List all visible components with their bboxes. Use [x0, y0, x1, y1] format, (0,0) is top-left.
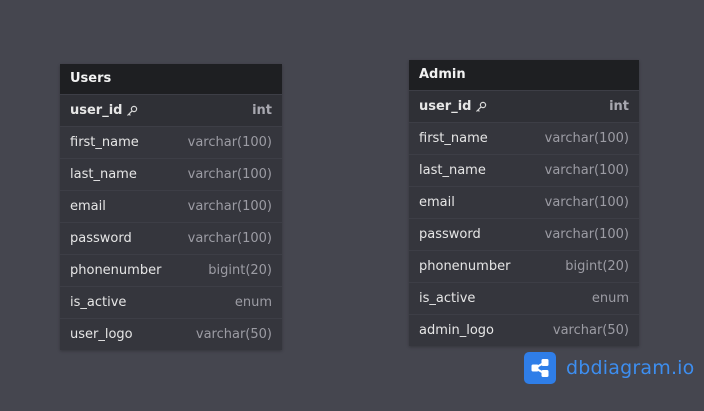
column-type: varchar(100) — [187, 199, 272, 214]
table-row[interactable]: password varchar(100) — [409, 218, 639, 250]
column-type: enum — [234, 295, 272, 310]
table-row[interactable]: last_name varchar(100) — [60, 158, 282, 190]
column-type: enum — [591, 291, 629, 306]
column-type: varchar(100) — [544, 227, 629, 242]
column-name: first_name — [419, 131, 488, 146]
column-name: password — [419, 227, 481, 242]
table-row[interactable]: first_name varchar(100) — [409, 122, 639, 154]
column-type: int — [609, 99, 629, 114]
table-row[interactable]: last_name varchar(100) — [409, 154, 639, 186]
table-header[interactable]: Users — [60, 64, 282, 94]
column-type: varchar(100) — [544, 195, 629, 210]
column-name: last_name — [70, 167, 137, 182]
column-name: first_name — [70, 135, 139, 150]
column-name: user_id — [419, 99, 487, 114]
table-row[interactable]: email varchar(100) — [60, 190, 282, 222]
column-type: bigint(20) — [565, 259, 629, 274]
table-row[interactable]: first_name varchar(100) — [60, 126, 282, 158]
column-type: varchar(100) — [187, 231, 272, 246]
table-row[interactable]: password varchar(100) — [60, 222, 282, 254]
table-row[interactable]: is_active enum — [409, 282, 639, 314]
table-row[interactable]: user_id int — [60, 94, 282, 126]
column-name: admin_logo — [419, 323, 495, 338]
column-name: email — [419, 195, 455, 210]
table-row[interactable]: email varchar(100) — [409, 186, 639, 218]
column-type: varchar(50) — [195, 327, 272, 342]
table-row[interactable]: user_logo varchar(50) — [60, 318, 282, 350]
table-row[interactable]: phonenumber bigint(20) — [60, 254, 282, 286]
column-name: user_logo — [70, 327, 133, 342]
column-name: phonenumber — [419, 259, 511, 274]
column-name: password — [70, 231, 132, 246]
key-icon — [127, 105, 138, 116]
column-type: varchar(100) — [544, 163, 629, 178]
column-type: varchar(50) — [552, 323, 629, 338]
table-row[interactable]: admin_logo varchar(50) — [409, 314, 639, 346]
column-name: phonenumber — [70, 263, 162, 278]
column-name: user_id — [70, 103, 138, 118]
brand-name: dbdiagram.io — [566, 357, 695, 379]
table-admin[interactable]: Admin user_id int first_name varchar(100… — [409, 60, 639, 346]
column-name: is_active — [70, 295, 127, 310]
brand-logo[interactable]: dbdiagram.io — [524, 352, 694, 384]
column-type: varchar(100) — [187, 167, 272, 182]
table-header[interactable]: Admin — [409, 60, 639, 90]
column-type: bigint(20) — [208, 263, 272, 278]
column-type: varchar(100) — [187, 135, 272, 150]
column-name: last_name — [419, 163, 486, 178]
column-name: email — [70, 199, 106, 214]
key-icon — [476, 101, 487, 112]
share-nodes-icon — [524, 352, 556, 384]
table-users[interactable]: Users user_id int first_name varchar(100… — [60, 64, 282, 350]
column-type: varchar(100) — [544, 131, 629, 146]
table-row[interactable]: is_active enum — [60, 286, 282, 318]
column-name: is_active — [419, 291, 476, 306]
table-row[interactable]: user_id int — [409, 90, 639, 122]
table-row[interactable]: phonenumber bigint(20) — [409, 250, 639, 282]
column-type: int — [252, 103, 272, 118]
